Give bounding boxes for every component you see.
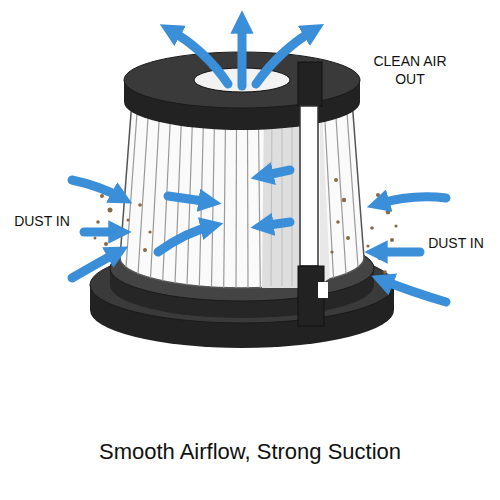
- airflow-arrows-part: [378, 197, 446, 204]
- airflow-arrows-part: [262, 222, 290, 226]
- dust-particles-part: [370, 226, 374, 230]
- dust-particles-part: [143, 248, 147, 252]
- dust-particles-part: [336, 220, 340, 224]
- cross-section-part: [300, 106, 318, 266]
- airflow-label: CLEAN AIR OUT: [358, 52, 462, 88]
- airflow-arrows-part: [262, 170, 290, 176]
- airflow-arrows-part: [256, 30, 314, 84]
- airflow-arrows-part: [72, 180, 122, 198]
- pleated-body-part-part: [336, 110, 347, 274]
- pleated-body-part: [262, 105, 300, 288]
- dust-particles-part: [390, 238, 394, 242]
- airflow-label: DUST IN: [426, 234, 486, 252]
- airflow-arrows-part: [158, 226, 212, 252]
- dust-particles-part: [108, 208, 113, 213]
- cross-section: [298, 62, 328, 326]
- airflow-arrows-part: [84, 228, 120, 237]
- pleated-body-part-part: [347, 106, 359, 267]
- dust-particles-part: [330, 250, 333, 253]
- dust-particles-part: [342, 198, 346, 202]
- airflow-arrows-part: [238, 22, 247, 86]
- dust-particles-part: [383, 270, 387, 274]
- dust-particles-part: [334, 178, 338, 182]
- dust-particles-part: [138, 203, 142, 207]
- cross-section-part: [298, 62, 322, 106]
- dust-particles-part: [118, 188, 121, 191]
- airflow-arrows-part: [72, 252, 118, 278]
- cross-section-part: [318, 282, 328, 298]
- dust-particles: [94, 178, 398, 274]
- pleated-body-part-part: [126, 106, 138, 267]
- pleated-body-part: [320, 105, 330, 285]
- pleated-body-part-part: [282, 108, 283, 286]
- dust-particles-part: [96, 220, 100, 224]
- dust-particles-part: [376, 193, 380, 197]
- airflow-arrows-part: [376, 248, 420, 257]
- pleated-body-part-part: [259, 120, 261, 288]
- pleated-body-part-part: [235, 120, 237, 288]
- airflow-arrows-part: [168, 196, 210, 202]
- airflow-label: DUST IN: [12, 212, 72, 230]
- dust-particles-part: [148, 230, 151, 233]
- dust-particles-part: [386, 210, 391, 215]
- dust-particles-part: [127, 219, 130, 222]
- dust-particles-part: [104, 242, 108, 246]
- dust-particles-part: [94, 237, 97, 240]
- pleated-body-part-part: [224, 120, 226, 288]
- airflow-arrows-part: [382, 280, 446, 302]
- dust-particles-part: [366, 244, 369, 247]
- dust-particles-part: [346, 236, 350, 240]
- dust-particles-part: [100, 194, 104, 198]
- dust-particles-part: [394, 224, 397, 227]
- pleated-body-part-part: [271, 108, 272, 286]
- pleated-body-part-part: [292, 108, 293, 286]
- pleated-body-part: [126, 106, 358, 288]
- pleated-body-part: [271, 108, 292, 286]
- airflow-arrows-part: [170, 30, 228, 84]
- caption: Smooth Airflow, Strong Suction: [0, 438, 500, 467]
- pleated-body-part-part: [247, 120, 249, 288]
- pleated-body-part-part: [138, 110, 149, 274]
